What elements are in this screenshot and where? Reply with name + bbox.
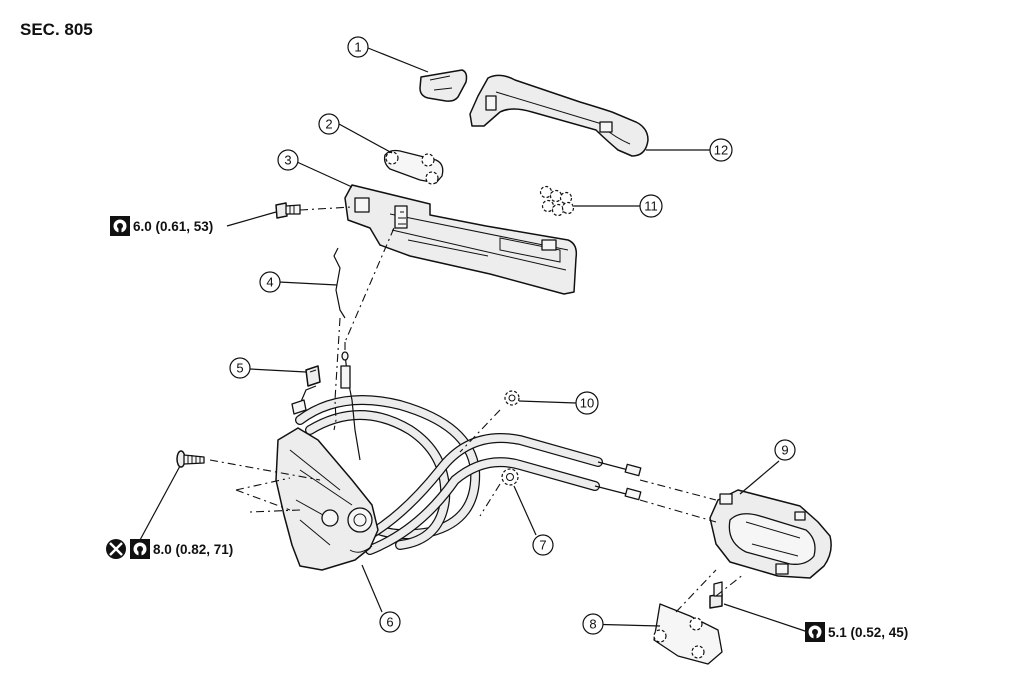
svg-text:6.0 (0.61, 53): 6.0 (0.61, 53) [133, 219, 213, 234]
callout-11: 11 [639, 194, 663, 218]
callout-2: 2 [318, 113, 340, 135]
svg-text:8.0 (0.82, 71): 8.0 (0.82, 71) [153, 542, 233, 557]
part-outside-handle [469, 74, 649, 157]
svg-text:10: 10 [580, 396, 594, 411]
part-rod-clip [305, 365, 321, 387]
section-label: SEC. 805 [20, 20, 93, 39]
svg-text:5.1 (0.52, 45): 5.1 (0.52, 45) [828, 625, 908, 640]
torque-spec-2: 8.0 (0.82, 71) [106, 539, 233, 559]
torque-spec-1: 6.0 (0.61, 53) [110, 216, 213, 236]
part-rod [333, 247, 346, 319]
svg-text:12: 12 [714, 143, 728, 158]
part-insulator [653, 603, 723, 665]
do-not-reuse-icon [106, 539, 126, 559]
callout-10: 10 [575, 391, 599, 415]
svg-text:2: 2 [325, 117, 332, 132]
callout-6: 6 [379, 611, 401, 633]
part-escutcheon-cap [419, 69, 468, 102]
callout-8: 8 [582, 613, 604, 635]
callouts: 1 2 3 4 5 6 7 8 9 10 11 12 [229, 36, 796, 635]
svg-text:7: 7 [539, 538, 546, 553]
bolt-inside-handle [709, 581, 723, 609]
part-clips [539, 185, 575, 217]
callout-5: 5 [229, 357, 251, 379]
part-clip-10 [504, 390, 520, 406]
torque-wrench-icon [805, 622, 825, 642]
callout-12: 12 [709, 138, 733, 162]
assembly-lines [209, 206, 745, 613]
svg-text:4: 4 [266, 275, 273, 290]
svg-text:8: 8 [589, 617, 596, 632]
bolt-handle-bracket [275, 202, 301, 219]
callout-1: 1 [347, 36, 369, 58]
svg-text:1: 1 [354, 40, 361, 55]
part-handle-bracket [344, 184, 578, 295]
leader-lines [139, 47, 809, 633]
door-cables [295, 395, 642, 555]
torque-wrench-icon [110, 216, 130, 236]
part-door-lock-actuator [275, 427, 379, 571]
svg-text:5: 5 [236, 361, 243, 376]
rod-link [291, 351, 361, 461]
part-clip-7 [501, 468, 519, 486]
part-gasket [383, 149, 444, 185]
svg-text:11: 11 [644, 199, 658, 214]
torque-wrench-icon [130, 539, 150, 559]
svg-text:9: 9 [781, 443, 788, 458]
svg-text:6: 6 [386, 615, 393, 630]
callout-4: 4 [259, 271, 281, 293]
screw-actuator [176, 450, 205, 468]
torque-spec-3: 5.1 (0.52, 45) [805, 622, 908, 642]
callout-9: 9 [774, 439, 796, 461]
callout-7: 7 [532, 534, 554, 556]
callout-3: 3 [277, 149, 299, 171]
part-inside-handle [709, 489, 832, 579]
svg-text:3: 3 [284, 153, 291, 168]
